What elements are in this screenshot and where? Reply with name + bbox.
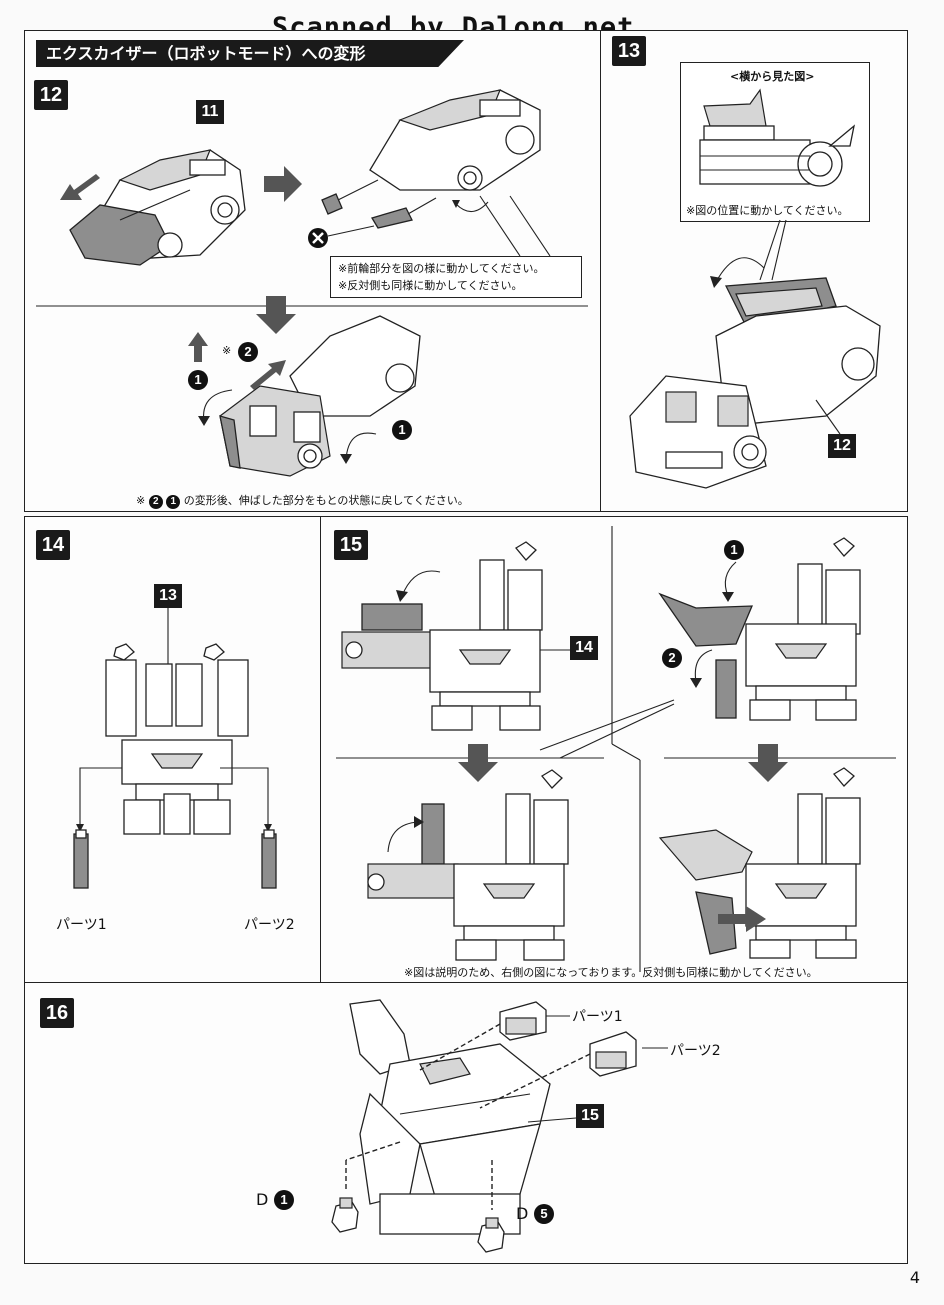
assembly-dash-lines bbox=[345, 1023, 591, 1210]
d-num-1: 1 bbox=[274, 1190, 294, 1210]
detached-front-parts bbox=[308, 179, 437, 248]
arrow-down-15-2 bbox=[690, 649, 713, 688]
rotate-arrow-left bbox=[198, 389, 233, 426]
asterisk-mark: ※ bbox=[222, 344, 232, 357]
num-1-step12-left: 1 bbox=[188, 370, 208, 390]
ref-badge-14: 14 bbox=[570, 636, 598, 660]
part-d5 bbox=[477, 1217, 505, 1253]
arrow-up-small bbox=[188, 332, 208, 362]
part-leaders-14 bbox=[76, 767, 272, 832]
step15-note: ※図は説明のため、右側の図になっております。反対側も同様に動かしてください。 bbox=[404, 966, 818, 979]
callout-pointer bbox=[479, 195, 551, 257]
ref-badge-12: 12 bbox=[828, 434, 856, 458]
robot-15b bbox=[658, 537, 861, 721]
part2-peg bbox=[261, 829, 277, 889]
step-number-13: 13 bbox=[612, 36, 646, 66]
note-prefix: ※ bbox=[136, 494, 146, 507]
part-leaders-16 bbox=[546, 1015, 668, 1049]
arrow-right-big bbox=[264, 166, 302, 202]
note-num-1: 1 bbox=[166, 495, 181, 509]
ref-14-leader bbox=[540, 649, 570, 651]
part1-label-16: パーツ1 bbox=[572, 1009, 623, 1025]
pointer-15 bbox=[539, 699, 675, 759]
ref-12-leader bbox=[815, 399, 841, 435]
robot-15d bbox=[658, 767, 861, 959]
side-view-title: <横から見た図> bbox=[730, 70, 815, 83]
robot-15a bbox=[341, 541, 543, 731]
step-number-16: 16 bbox=[40, 998, 74, 1028]
robot-torso-14 bbox=[105, 643, 249, 835]
side-view-illustration bbox=[699, 88, 855, 187]
arrow-right-15d bbox=[718, 906, 766, 932]
part1-peg bbox=[73, 829, 89, 889]
num-1-step15: 1 bbox=[724, 540, 744, 560]
page-number: 4 bbox=[909, 1268, 920, 1287]
robot-15c bbox=[367, 769, 569, 961]
car-illustration-13 bbox=[629, 277, 881, 489]
arrow-left-1 bbox=[60, 174, 100, 200]
side-view-note: ※図の位置に動かしてください。 bbox=[686, 204, 849, 217]
note-suffix: の変形後、伸ばした部分をもとの状態に戻してください。 bbox=[183, 494, 469, 507]
d-num-5: 5 bbox=[534, 1204, 554, 1224]
step-number-12: 12 bbox=[34, 80, 68, 110]
car-illustration-2 bbox=[369, 89, 541, 191]
section-title: エクスカイザー（ロボットモード）への変形 bbox=[36, 40, 464, 67]
note-num-2: 2 bbox=[148, 495, 163, 509]
part1-label-14: パーツ1 bbox=[56, 917, 107, 933]
ref-badge-11: 11 bbox=[196, 100, 224, 124]
rotate-arrow-15a bbox=[396, 570, 441, 602]
rotate-arrow-right bbox=[340, 432, 377, 464]
callout-line-1: ※前輪部分を図の様に動かしてください。 bbox=[338, 262, 545, 275]
step12-callout: ※前輪部分を図の様に動かしてください。 ※反対側も同様に動かしてください。 bbox=[330, 256, 582, 298]
num-1-step12-right: 1 bbox=[392, 420, 412, 440]
ref-badge-13: 13 bbox=[154, 584, 182, 608]
part2-label-16: パーツ2 bbox=[670, 1043, 721, 1059]
arrow-down-15-1 bbox=[722, 561, 737, 602]
d-label-5: D bbox=[516, 1204, 529, 1223]
step12-bottom-note: ※ 2 1 の変形後、伸ばした部分をもとの状態に戻してください。 bbox=[136, 492, 469, 509]
step-number-14: 14 bbox=[36, 530, 70, 560]
pointer-13 bbox=[759, 219, 787, 281]
car-illustration-3 bbox=[219, 315, 421, 477]
part2-label-14: パーツ2 bbox=[244, 917, 295, 933]
part-d1 bbox=[331, 1197, 359, 1233]
ref-badge-15: 15 bbox=[576, 1104, 604, 1128]
step-number-15: 15 bbox=[334, 530, 368, 560]
car-illustration-1 bbox=[69, 149, 246, 266]
rotate-arrow-15c bbox=[387, 816, 424, 853]
ref-15-leader bbox=[527, 1117, 577, 1123]
num-2-step15: 2 bbox=[662, 648, 682, 668]
num-2-step12-top: 2 bbox=[238, 342, 258, 362]
ref-13-leader bbox=[167, 608, 169, 668]
part1-block-16 bbox=[499, 1001, 547, 1041]
callout-line-2: ※反対側も同様に動かしてください。 bbox=[338, 279, 523, 292]
arrow-down-1 bbox=[256, 296, 296, 334]
rotate-arrow-13 bbox=[710, 257, 765, 288]
part2-block-16 bbox=[589, 1031, 637, 1077]
arrow-diagonal bbox=[250, 360, 286, 390]
arrow-down-15a bbox=[458, 744, 498, 782]
robot-16 bbox=[349, 999, 551, 1235]
d-label-1: D bbox=[256, 1190, 269, 1209]
arrow-down-15b bbox=[748, 744, 788, 782]
